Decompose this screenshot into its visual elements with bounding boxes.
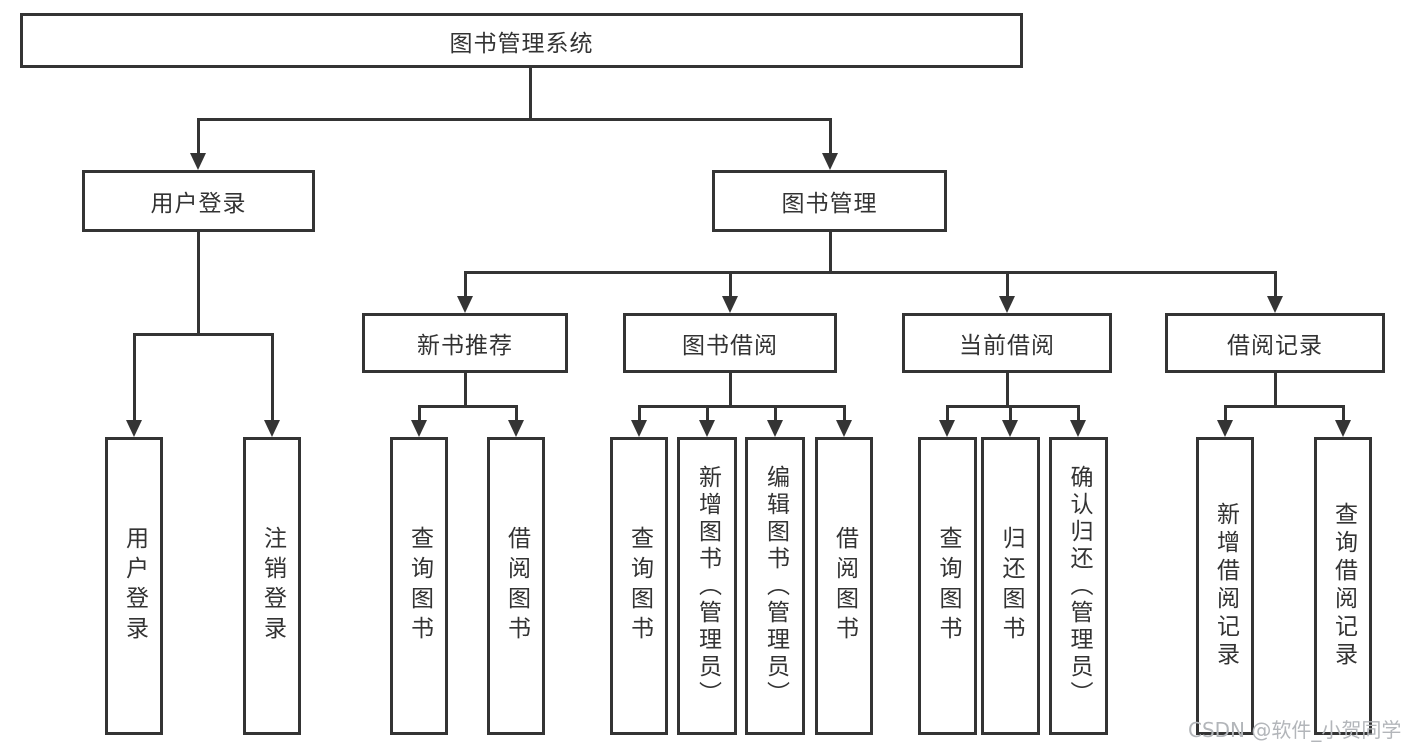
- arrow-down-icon: [1267, 296, 1283, 313]
- arrow-down-icon: [939, 420, 955, 437]
- node-label: 当前借阅: [959, 333, 1055, 359]
- arrow-down-icon: [1070, 420, 1086, 437]
- connector-leaf: [946, 405, 949, 420]
- leaf-br-add-record: 新增借阅记录: [1196, 437, 1254, 735]
- connector-to-new-book-rec: [464, 271, 467, 296]
- node-book-borrowing: 图书借阅: [623, 313, 837, 373]
- leaf-label: 新增借阅记录: [1212, 502, 1239, 670]
- arrow-down-icon: [699, 420, 715, 437]
- node-label: 用户登录: [150, 191, 247, 217]
- connector-leaf: [1342, 405, 1345, 420]
- leaf-label: 借阅图书: [503, 526, 530, 646]
- connector-book-management-rail: [464, 271, 1276, 274]
- connector-borrow-records-rail: [1224, 405, 1345, 408]
- node-label: 图书借阅: [682, 333, 778, 359]
- leaf-label: 确认归还（管理员）: [1066, 464, 1092, 708]
- arrow-down-icon: [1002, 420, 1018, 437]
- leaf-rec-borrow-books: 借阅图书: [487, 437, 545, 735]
- connector-leaf: [706, 405, 709, 420]
- connector-current-borrow-rail: [946, 405, 1079, 408]
- connector-leaf: [1077, 405, 1080, 420]
- node-label: 借阅记录: [1227, 333, 1323, 359]
- connector-leaf: [1009, 405, 1012, 420]
- leaf-bb-borrow-books: 借阅图书: [815, 437, 873, 735]
- connector-book-borrow-rail: [638, 405, 845, 408]
- arrow-down-icon: [631, 420, 647, 437]
- arrow-down-icon: [767, 420, 783, 437]
- leaf-user-login: 用户登录: [105, 437, 163, 735]
- connector-new-book-rec-rail: [418, 405, 517, 408]
- arrow-down-icon: [190, 153, 206, 170]
- arrow-down-icon: [999, 296, 1015, 313]
- leaf-label: 编辑图书（管理员）: [762, 464, 789, 708]
- leaf-bb-edit-books-admin: 编辑图书（管理员）: [745, 437, 805, 735]
- leaf-br-query-record: 查询借阅记录: [1314, 437, 1372, 735]
- connector-user-login-rail: [133, 333, 273, 336]
- arrow-down-icon: [1335, 420, 1351, 437]
- leaf-label: 借阅图书: [831, 526, 858, 646]
- node-user-login: 用户登录: [82, 170, 315, 232]
- leaf-label: 查询图书: [626, 526, 653, 646]
- leaf-logout: 注销登录: [243, 437, 301, 735]
- arrow-down-icon: [264, 420, 280, 437]
- node-library-management-system: 图书管理系统: [20, 13, 1023, 68]
- leaf-cb-return-books: 归还图书: [981, 437, 1040, 735]
- node-book-management: 图书管理: [712, 170, 947, 232]
- node-label: 图书管理系统: [449, 30, 594, 57]
- leaf-cb-query-books: 查询图书: [918, 437, 977, 735]
- connector-book-management-stem: [829, 232, 832, 274]
- connector-to-login: [133, 333, 136, 420]
- arrow-down-icon: [1217, 420, 1233, 437]
- connector-book-borrow-stem: [729, 373, 732, 408]
- leaf-label: 查询图书: [406, 526, 433, 646]
- leaf-cb-confirm-return-admin: 确认归还（管理员）: [1049, 437, 1108, 735]
- connector-to-borrow-records: [1274, 271, 1277, 296]
- leaf-bb-query-books: 查询图书: [610, 437, 668, 735]
- connector-to-logout: [271, 333, 274, 420]
- arrow-down-icon: [126, 420, 142, 437]
- csdn-watermark: CSDN @软件_小贺同学: [1188, 718, 1402, 742]
- connector-leaf: [418, 405, 421, 420]
- connector-root-stem: [529, 68, 532, 120]
- connector-new-book-rec-stem: [464, 373, 467, 408]
- leaf-bb-add-books-admin: 新增图书（管理员）: [677, 437, 737, 735]
- leaf-label: 查询借阅记录: [1330, 502, 1357, 670]
- node-label: 图书管理: [781, 191, 878, 217]
- connector-root-rail: [197, 118, 831, 121]
- arrow-down-icon: [822, 153, 838, 170]
- connector-to-user-login: [197, 118, 200, 153]
- connector-to-book-borrow: [729, 271, 732, 296]
- arrow-down-icon: [457, 296, 473, 313]
- connector-leaf: [638, 405, 641, 420]
- connector-to-current-borrow: [1006, 271, 1009, 296]
- connector-leaf: [515, 405, 518, 420]
- connector-leaf: [843, 405, 846, 420]
- connector-leaf: [774, 405, 777, 420]
- connector-borrow-records-stem: [1274, 373, 1277, 408]
- arrow-down-icon: [836, 420, 852, 437]
- leaf-label: 用户登录: [121, 526, 148, 646]
- leaf-label: 新增图书（管理员）: [694, 464, 721, 708]
- connector-leaf: [1224, 405, 1227, 420]
- connector-current-borrow-stem: [1006, 373, 1009, 408]
- leaf-label: 查询图书: [935, 526, 961, 646]
- connector-user-login-stem: [197, 232, 200, 336]
- connector-to-book-management: [829, 118, 832, 153]
- node-current-borrowing: 当前借阅: [902, 313, 1112, 373]
- arrow-down-icon: [722, 296, 738, 313]
- node-label: 新书推荐: [417, 333, 513, 359]
- arrow-down-icon: [508, 420, 524, 437]
- leaf-rec-query-books: 查询图书: [390, 437, 448, 735]
- arrow-down-icon: [411, 420, 427, 437]
- leaf-label: 注销登录: [259, 526, 286, 646]
- node-borrowing-records: 借阅记录: [1165, 313, 1385, 373]
- leaf-label: 归还图书: [998, 526, 1024, 646]
- node-new-book-recommendation: 新书推荐: [362, 313, 568, 373]
